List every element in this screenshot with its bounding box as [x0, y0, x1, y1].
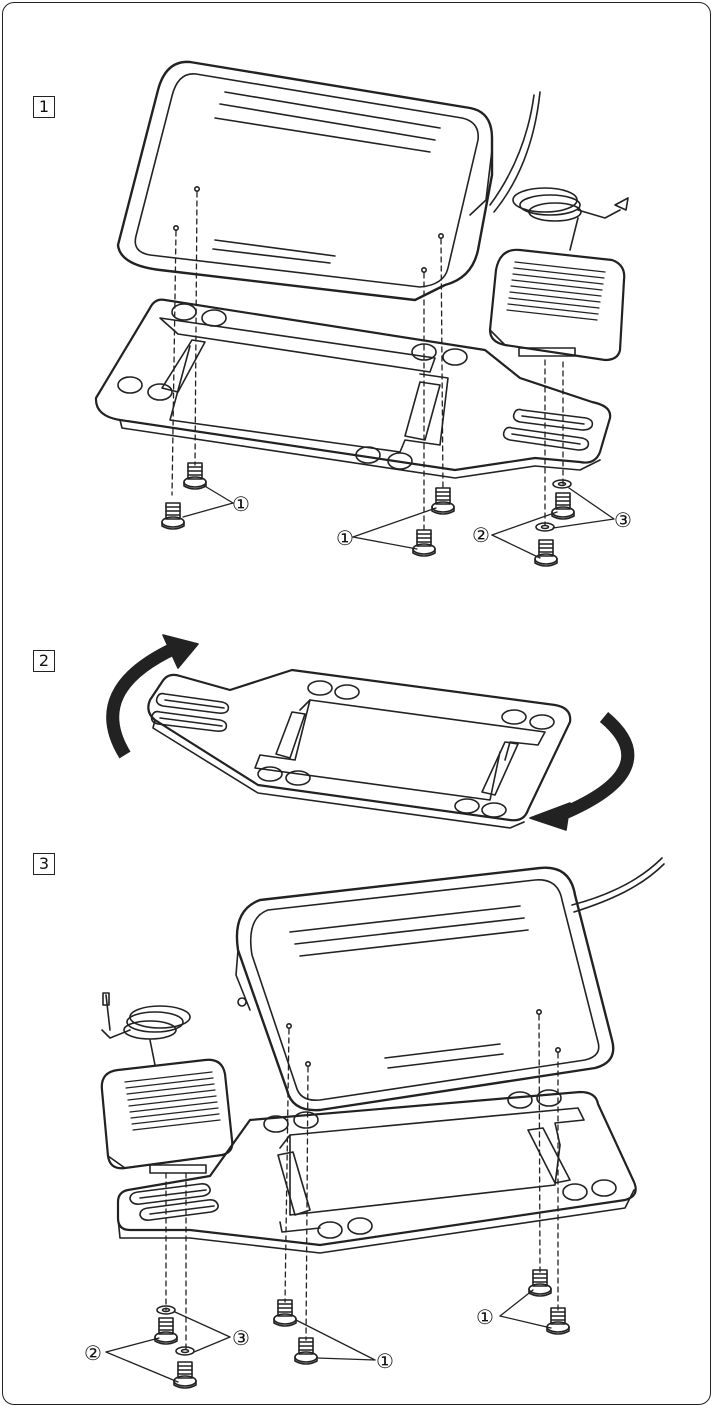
- switch-cord: [101, 992, 191, 1066]
- screw: [528, 1269, 552, 1297]
- callout-1: ①: [376, 1349, 394, 1373]
- callout-2: ②: [84, 1341, 102, 1365]
- screw: [154, 1317, 178, 1345]
- main-pedal: [235, 866, 615, 1112]
- screw: [431, 487, 455, 515]
- step-3-label: 3: [33, 853, 55, 875]
- step-1-label: 1: [33, 96, 55, 118]
- main-pedal: [116, 60, 494, 302]
- screw: [546, 1307, 570, 1335]
- screw: [551, 492, 575, 520]
- base-plate: [94, 298, 612, 479]
- leader-lines: [105, 1289, 552, 1383]
- rotate-arrow-left-head: [162, 634, 199, 669]
- washer: [175, 1346, 195, 1356]
- switch-cord: [512, 187, 629, 251]
- rotate-arrow-right: [557, 711, 635, 821]
- rotate-arrow-left: [106, 642, 178, 759]
- washer: [156, 1305, 176, 1315]
- cord: [571, 857, 663, 906]
- washer: [535, 522, 555, 532]
- leader-lines: [182, 484, 615, 559]
- screw: [183, 462, 207, 490]
- screw: [273, 1299, 297, 1327]
- screw: [173, 1361, 197, 1389]
- step-1-assembly: [94, 60, 629, 567]
- rotate-arrow-right-head: [529, 802, 571, 831]
- callout-labels: ① ① ② ③ ① ① ② ③: [84, 492, 632, 1373]
- base-plate-flipped: [147, 668, 572, 829]
- callout-3: ③: [232, 1326, 250, 1350]
- step-2-label: 2: [33, 650, 55, 672]
- screws-group-1: [161, 462, 575, 567]
- screw: [412, 529, 436, 557]
- screw: [534, 539, 558, 567]
- alignment-lines: [165, 1014, 559, 1351]
- cord: [489, 94, 535, 206]
- callout-3: ③: [614, 508, 632, 532]
- cord: [493, 91, 541, 213]
- cord: [573, 863, 665, 913]
- auxiliary-switch: [100, 1058, 234, 1174]
- base-plate: [116, 1089, 637, 1254]
- step-2-flip: [106, 634, 635, 831]
- step-3-assembly: [100, 857, 665, 1389]
- callout-1: ①: [232, 492, 250, 516]
- callout-1: ①: [476, 1305, 494, 1329]
- screw: [161, 502, 185, 530]
- plug: [614, 197, 629, 211]
- auxiliary-switch: [488, 248, 626, 362]
- screws-group-3: [154, 1269, 570, 1389]
- callout-1: ①: [336, 526, 354, 550]
- washer: [552, 479, 572, 489]
- screw: [294, 1337, 318, 1365]
- callout-2: ②: [472, 523, 490, 547]
- alignment-lines: [171, 191, 564, 531]
